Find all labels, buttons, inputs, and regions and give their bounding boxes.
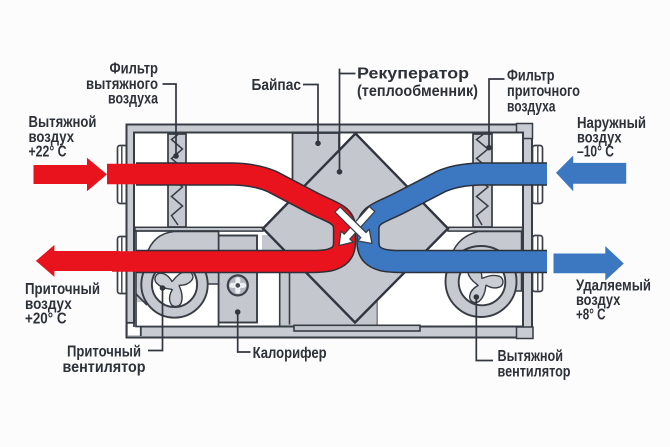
svg-text:вытяжного: вытяжного <box>86 76 158 93</box>
svg-text:Приточный: Приточный <box>25 281 100 298</box>
svg-text:воздуха: воздуха <box>108 90 158 107</box>
svg-text:вентилятор: вентилятор <box>498 364 571 381</box>
svg-text:–10° C: –10° C <box>577 144 614 161</box>
svg-text:(теплообменник): (теплообменник) <box>357 83 478 100</box>
svg-text:приточного: приточного <box>507 83 580 100</box>
svg-text:Рекуператор: Рекуператор <box>357 66 469 83</box>
svg-text:Байпас: Байпас <box>252 77 302 94</box>
svg-text:Удаляемый: Удаляемый <box>576 277 651 294</box>
svg-text:воздуха: воздуха <box>507 98 556 115</box>
svg-text:Фильтр: Фильтр <box>507 67 555 84</box>
svg-text:Фильтр: Фильтр <box>110 60 159 77</box>
svg-text:+20° C: +20° C <box>25 311 67 328</box>
svg-text:воздух: воздух <box>576 292 620 309</box>
svg-text:вентилятор: вентилятор <box>63 359 146 376</box>
svg-text:Приточный: Приточный <box>67 343 141 360</box>
svg-text:Наружный: Наружный <box>577 115 646 132</box>
svg-text:воздух: воздух <box>29 129 75 146</box>
svg-text:Калорифер: Калорифер <box>253 345 327 362</box>
svg-text:Вытяжной: Вытяжной <box>498 348 564 365</box>
svg-text:+8° C: +8° C <box>576 307 606 324</box>
svg-text:воздух: воздух <box>577 129 622 146</box>
svg-text:Вытяжной: Вытяжной <box>29 114 97 131</box>
svg-text:воздух: воздух <box>25 296 72 313</box>
svg-text:+22° C: +22° C <box>29 144 67 161</box>
